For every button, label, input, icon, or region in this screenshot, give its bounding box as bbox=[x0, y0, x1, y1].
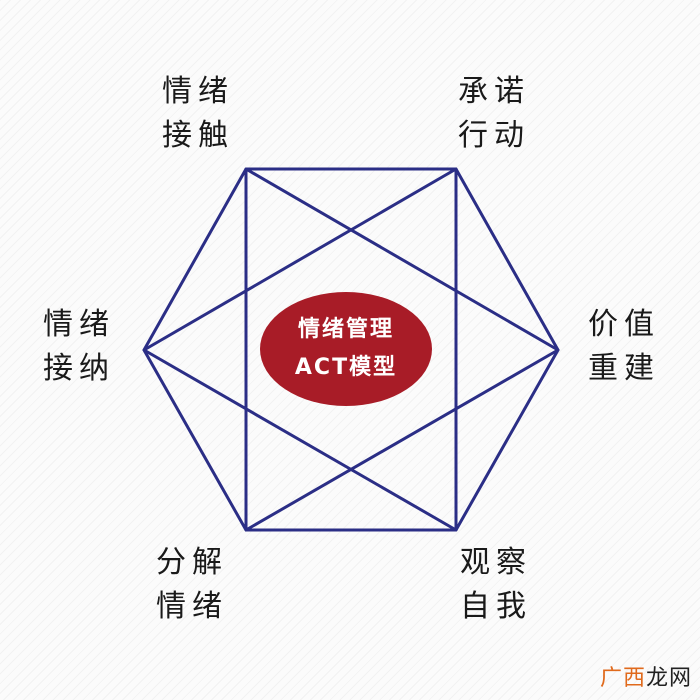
node-right-line2: 重建 bbox=[588, 351, 660, 386]
node-top-right-line1: 承诺 bbox=[458, 74, 530, 109]
node-top-right-line2: 行动 bbox=[458, 118, 530, 153]
node-left-line1: 情绪 bbox=[43, 307, 115, 342]
node-bottom-right: 观察 自我 bbox=[460, 541, 532, 629]
center-title-line1: 情绪管理 bbox=[297, 317, 394, 342]
center-title: 情绪管理 ACT模型 bbox=[266, 311, 426, 387]
node-right: 价值 重建 bbox=[588, 303, 660, 391]
node-left-line2: 接纳 bbox=[43, 351, 115, 386]
node-bottom-right-line1: 观察 bbox=[460, 545, 532, 580]
node-bottom-left: 分解 情绪 bbox=[156, 541, 228, 629]
triangle-down bbox=[244, 167, 560, 532]
node-top-right: 承诺 行动 bbox=[458, 70, 530, 158]
watermark-part2: 龙网 bbox=[645, 666, 692, 691]
node-bottom-left-line2: 情绪 bbox=[156, 589, 228, 624]
center-ellipse bbox=[260, 292, 432, 406]
node-bottom-right-line2: 自我 bbox=[460, 589, 532, 624]
node-left: 情绪 接纳 bbox=[43, 303, 115, 391]
watermark: 广西龙网 bbox=[600, 660, 692, 692]
node-bottom-left-line1: 分解 bbox=[156, 545, 228, 580]
triangle-up bbox=[142, 167, 458, 532]
node-right-line1: 价值 bbox=[588, 307, 660, 342]
watermark-part1: 广西 bbox=[599, 666, 646, 691]
node-top-left-line2: 接触 bbox=[162, 118, 234, 153]
node-top-left-line1: 情绪 bbox=[162, 74, 234, 109]
center-title-line2: ACT模型 bbox=[294, 355, 398, 380]
node-top-left: 情绪 接触 bbox=[162, 70, 234, 158]
